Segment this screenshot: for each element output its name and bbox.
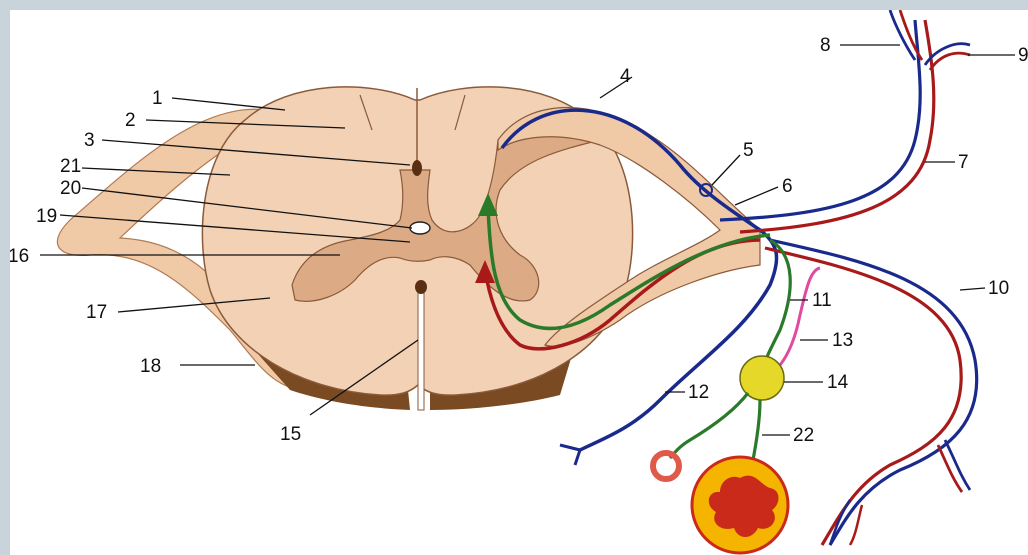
label-22: 22 <box>793 425 814 446</box>
label-12: 12 <box>688 382 709 403</box>
posterior-horn-tip <box>412 160 422 176</box>
fiber-7-red <box>740 20 934 232</box>
label-8: 8 <box>820 35 831 56</box>
fiber-12-end <box>560 445 580 465</box>
label-7: 7 <box>958 152 969 173</box>
label-21: 21 <box>60 156 81 177</box>
diagram-frame: 1 2 3 4 5 6 7 8 9 10 11 12 13 14 15 16 1… <box>10 10 1028 555</box>
central-canal <box>410 222 430 234</box>
label-11: 11 <box>812 290 832 311</box>
anterior-fissure-tip <box>415 280 427 294</box>
label-17: 17 <box>86 302 107 323</box>
label-10: 10 <box>988 278 1009 299</box>
label-19: 19 <box>36 206 57 227</box>
fiber-22-green-down <box>752 400 760 465</box>
label-1: 1 <box>152 88 163 109</box>
spinal-cord-diagram: 1 2 3 4 5 6 7 8 9 10 11 12 13 14 15 16 1… <box>10 10 1028 555</box>
label-4: 4 <box>620 66 631 87</box>
label-13: 13 <box>832 330 853 351</box>
label-2: 2 <box>125 110 136 131</box>
anterior-median-fissure <box>418 290 424 410</box>
label-15: 15 <box>280 424 301 445</box>
label-6: 6 <box>782 176 793 197</box>
label-18: 18 <box>140 356 161 377</box>
label-20: 20 <box>60 178 81 199</box>
branch-9-red <box>930 53 970 70</box>
fiber-10-tip-left <box>830 500 850 545</box>
fiber-10-red <box>765 248 961 545</box>
label-9: 9 <box>1018 45 1028 66</box>
fiber-10-blue <box>770 240 977 545</box>
label-16: 16 <box>10 246 29 267</box>
label-3: 3 <box>84 130 95 151</box>
label-5: 5 <box>743 140 754 161</box>
vessel-ring <box>653 453 679 479</box>
label-14: 14 <box>827 372 849 393</box>
